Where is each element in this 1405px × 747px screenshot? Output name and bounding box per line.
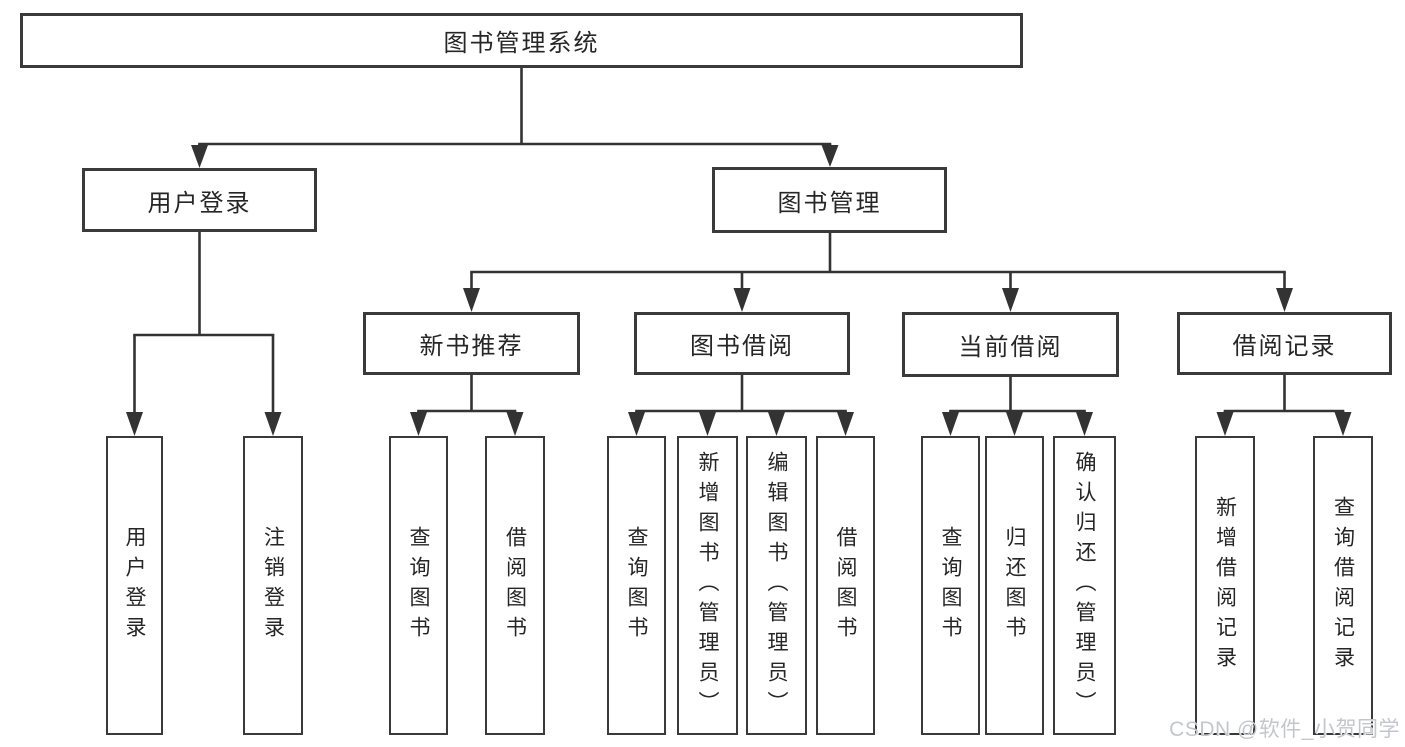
leaf-borrow-query-books: 查询图书 xyxy=(607,436,666,735)
node-book-management-label: 图书管理 xyxy=(777,189,882,217)
leaf-add-books-admin-label: 新增图书（管理员） xyxy=(696,450,719,721)
leaf-edit-books-admin: 编辑图书（管理员） xyxy=(746,436,807,735)
node-root: 图书管理系统 xyxy=(20,13,1023,68)
leaf-current-query-books-label: 查询图书 xyxy=(939,525,962,646)
leaf-recommend-borrow-books-label: 借阅图书 xyxy=(503,525,527,646)
leaf-logout: 注销登录 xyxy=(243,436,303,735)
leaf-add-books-admin: 新增图书（管理员） xyxy=(677,436,738,735)
leaf-return-books: 归还图书 xyxy=(985,436,1044,735)
leaf-recommend-query-books-label: 查询图书 xyxy=(407,525,430,646)
node-borrowing-records-label: 借阅记录 xyxy=(1232,333,1337,360)
leaf-borrow-books: 借阅图书 xyxy=(816,436,875,735)
csdn-watermark: CSDN @软件_小贺同学 xyxy=(1169,718,1400,741)
leaf-logout-label: 注销登录 xyxy=(261,525,285,646)
leaf-confirm-return-admin-label: 确认归还（管理员） xyxy=(1073,450,1096,721)
leaf-query-borrow-record-label: 查询借阅记录 xyxy=(1331,495,1355,676)
leaf-current-query-books: 查询图书 xyxy=(921,436,980,735)
node-new-book-recommendation: 新书推荐 xyxy=(363,312,580,375)
node-book-borrowing: 图书借阅 xyxy=(634,312,850,375)
leaf-add-borrow-record: 新增借阅记录 xyxy=(1195,436,1255,735)
leaf-recommend-borrow-books: 借阅图书 xyxy=(485,436,545,735)
node-book-borrowing-label: 图书借阅 xyxy=(690,333,794,360)
node-user-login: 用户登录 xyxy=(82,168,317,232)
node-current-borrowing-label: 当前借阅 xyxy=(958,334,1063,361)
leaf-user-login: 用户登录 xyxy=(106,436,163,735)
node-borrowing-records: 借阅记录 xyxy=(1177,312,1392,375)
leaf-borrow-books-label: 借阅图书 xyxy=(834,525,857,646)
node-book-management: 图书管理 xyxy=(712,167,947,233)
leaf-confirm-return-admin: 确认归还（管理员） xyxy=(1053,436,1116,735)
leaf-return-books-label: 归还图书 xyxy=(1003,525,1026,646)
leaf-borrow-query-books-label: 查询图书 xyxy=(625,525,648,646)
leaf-query-borrow-record: 查询借阅记录 xyxy=(1313,436,1373,735)
leaf-add-borrow-record-label: 新增借阅记录 xyxy=(1213,495,1237,676)
node-user-login-label: 用户登录 xyxy=(147,189,252,217)
node-root-label: 图书管理系统 xyxy=(443,30,600,57)
leaf-edit-books-admin-label: 编辑图书（管理员） xyxy=(765,450,788,721)
node-current-borrowing: 当前借阅 xyxy=(902,312,1119,377)
node-new-book-recommendation-label: 新书推荐 xyxy=(419,333,524,360)
leaf-recommend-query-books: 查询图书 xyxy=(389,436,448,735)
leaf-user-login-label: 用户登录 xyxy=(123,525,146,646)
